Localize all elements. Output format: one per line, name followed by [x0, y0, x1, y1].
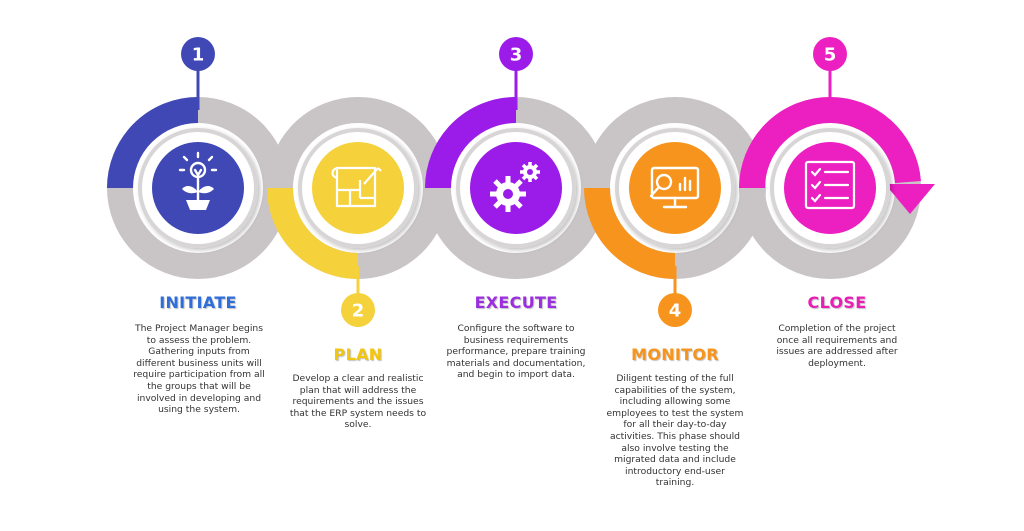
- stage-title-execute: EXECUTE: [474, 293, 558, 312]
- stage-4: 4: [584, 128, 735, 327]
- color-arc: [584, 187, 676, 279]
- blueprint-icon: [331, 166, 382, 208]
- gears-icon: [490, 162, 540, 212]
- stage-3: 3: [425, 37, 576, 248]
- number-badge: [341, 293, 375, 327]
- stage-title-monitor: MONITOR: [631, 345, 719, 364]
- stage-disc: [312, 142, 404, 234]
- stage-title-plan: PLAN: [333, 345, 383, 364]
- stage-1: 1: [107, 37, 258, 248]
- stage-disc: [629, 142, 721, 234]
- stage-description-close: Completion of the project once all requi…: [776, 323, 898, 369]
- color-arc: [425, 97, 517, 189]
- stage-number: 3: [510, 45, 523, 66]
- stage-number: 2: [352, 301, 365, 322]
- stage-description-monitor: Diligent testing of the full capabilitie…: [606, 373, 744, 489]
- color-arc: [107, 97, 199, 189]
- stage-number: 4: [669, 301, 682, 322]
- stage-number: 1: [192, 45, 205, 66]
- number-badge: [181, 37, 215, 71]
- checklist-icon: [804, 160, 856, 210]
- stage-description-initiate: The Project Manager begins to assess the…: [133, 323, 265, 416]
- stage-title-initiate: INITIATE: [159, 293, 237, 312]
- number-badge: [658, 293, 692, 327]
- color-arc: [267, 187, 359, 279]
- stage-number: 5: [824, 45, 837, 66]
- stage-title-close: CLOSE: [807, 293, 867, 312]
- stage-description-execute: Configure the software to business requi…: [446, 323, 586, 381]
- stage-description-plan: Develop a clear and realistic plan that …: [289, 373, 427, 431]
- stage-disc: [784, 142, 876, 234]
- number-badge: [813, 37, 847, 71]
- color-arc: [739, 96, 921, 189]
- monitor-analytics-icon: [649, 166, 700, 209]
- idea-plant-icon: [178, 151, 218, 210]
- number-badge: [499, 37, 533, 71]
- stage-2: 2: [267, 128, 418, 327]
- arrow-head: [885, 184, 935, 214]
- stage-5: 5: [739, 37, 935, 248]
